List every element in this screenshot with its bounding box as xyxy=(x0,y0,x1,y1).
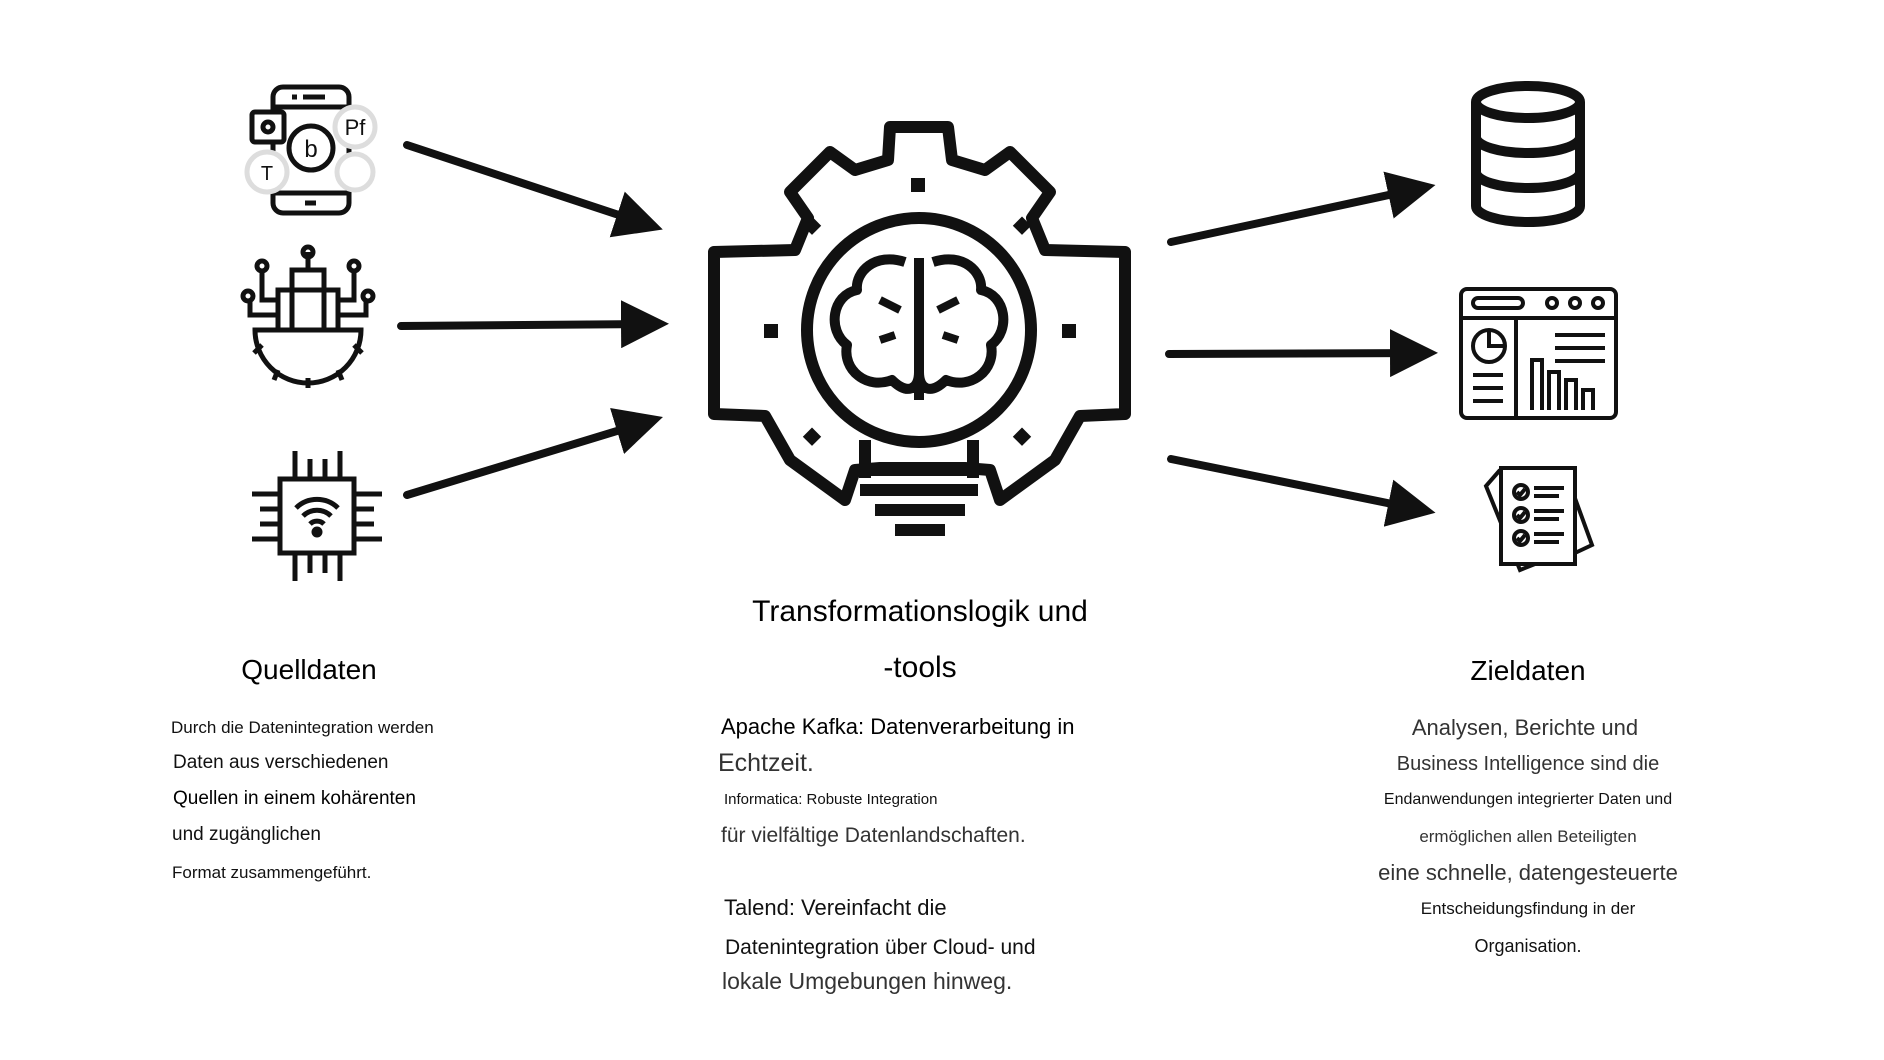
gear-lightbulb-brain-icon xyxy=(708,121,1131,536)
arrow-source-3 xyxy=(403,408,663,499)
tool-text-line: für vielfältige Datenlandschaften. xyxy=(721,824,1026,847)
app-letter-b: b xyxy=(304,136,317,163)
targets-text-line: Entscheidungsfindung in der xyxy=(1420,899,1636,918)
sources-title: Quelldaten xyxy=(241,654,377,685)
sources-text-line: Daten aus verschiedenen xyxy=(173,752,389,773)
arrow-target-2 xyxy=(1165,329,1438,378)
app-letter-pf: Pf xyxy=(345,115,367,140)
iot-chip-icon xyxy=(252,451,382,581)
arrow-target-1 xyxy=(1167,171,1436,246)
sources-text-line: Format zusammengeführt. xyxy=(172,863,372,882)
checklist-documents-icon xyxy=(1483,466,1595,573)
sources-text-line: und zugänglichen xyxy=(172,824,321,845)
tool-text-line: Datenintegration über Cloud- und xyxy=(725,936,1036,959)
smartphone-apps-icon xyxy=(244,84,378,216)
gear-dots xyxy=(764,178,1076,446)
tool-text-line: Apache Kafka: Datenverarbeitung in xyxy=(721,714,1075,739)
app-letter-t: T xyxy=(261,163,273,185)
targets-text-line: Business Intelligence sind die xyxy=(1396,753,1660,775)
targets-text-line: ermöglichen allen Beteiligten xyxy=(1419,827,1637,846)
tool-text-line: Talend: Vereinfacht die xyxy=(724,895,947,920)
smart-building-gear-icon xyxy=(240,244,376,388)
arrow-source-2 xyxy=(397,300,669,349)
tool-text-line: Echtzeit. xyxy=(718,749,814,777)
arrow-source-1 xyxy=(403,141,663,238)
targets-text-line: Analysen, Berichte und xyxy=(1411,715,1639,740)
tool-text-line: Informatica: Robuste Integration xyxy=(724,791,938,808)
targets-title: Zieldaten xyxy=(1470,655,1586,686)
targets-text-line: eine schnelle, datengesteuerte xyxy=(1378,860,1678,885)
dashboard-icon xyxy=(1459,287,1618,420)
transformation-title-line-1: Transformationslogik und xyxy=(752,595,1088,628)
database-icon xyxy=(1471,81,1585,227)
tool-text-line: lokale Umgebungen hinweg. xyxy=(722,968,1013,994)
targets-text-line: Endanwendungen integrierter Daten und xyxy=(1383,791,1673,808)
transformation-title-line-2: -tools xyxy=(883,651,957,684)
arrow-target-3 xyxy=(1167,455,1436,527)
sources-text-line: Quellen in einem kohärenten xyxy=(173,788,416,809)
targets-text-line: Organisation. xyxy=(1474,936,1582,956)
sources-text-line: Durch die Datenintegration werden xyxy=(171,718,434,737)
